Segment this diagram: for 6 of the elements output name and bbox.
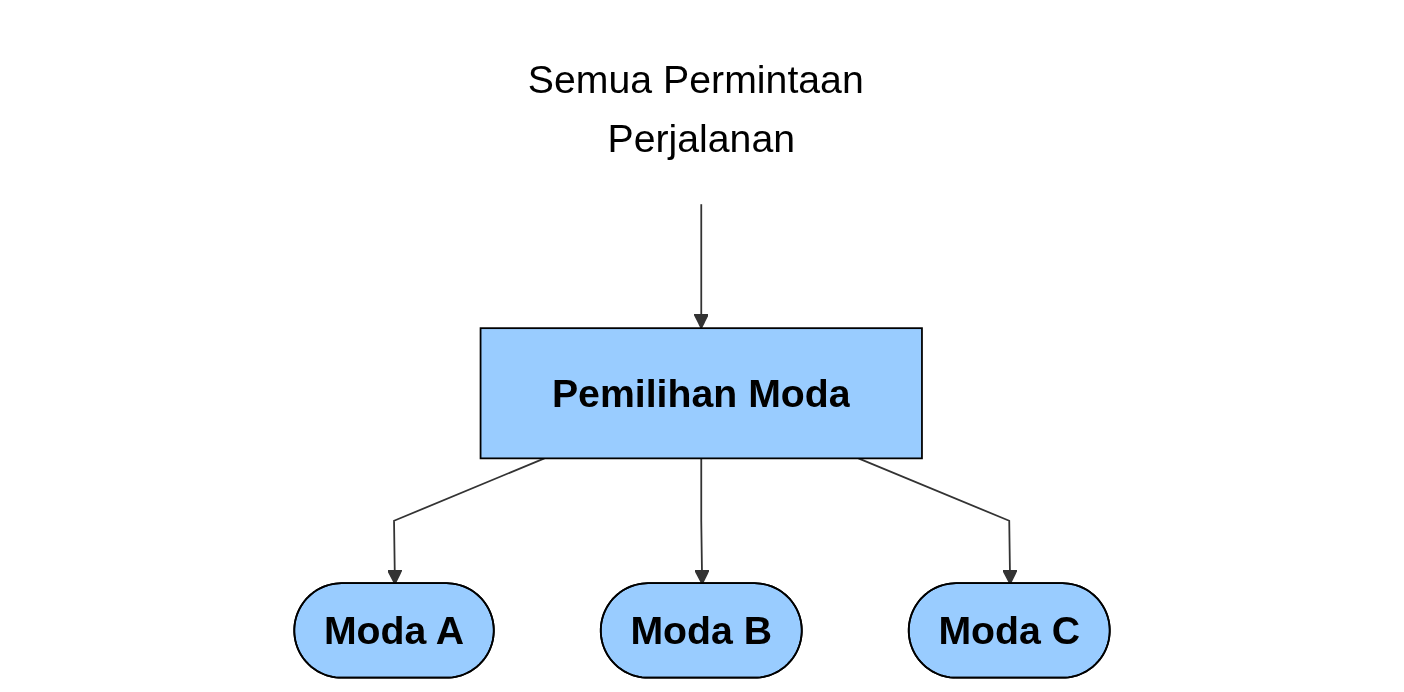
arrow [386,457,546,585]
node-text: Semua Permintaan Perjalanan [527,57,864,161]
node-box: Pemilihan Moda [479,327,923,460]
arrow [693,202,710,329]
arrow [694,457,710,585]
arrow [857,457,1018,585]
